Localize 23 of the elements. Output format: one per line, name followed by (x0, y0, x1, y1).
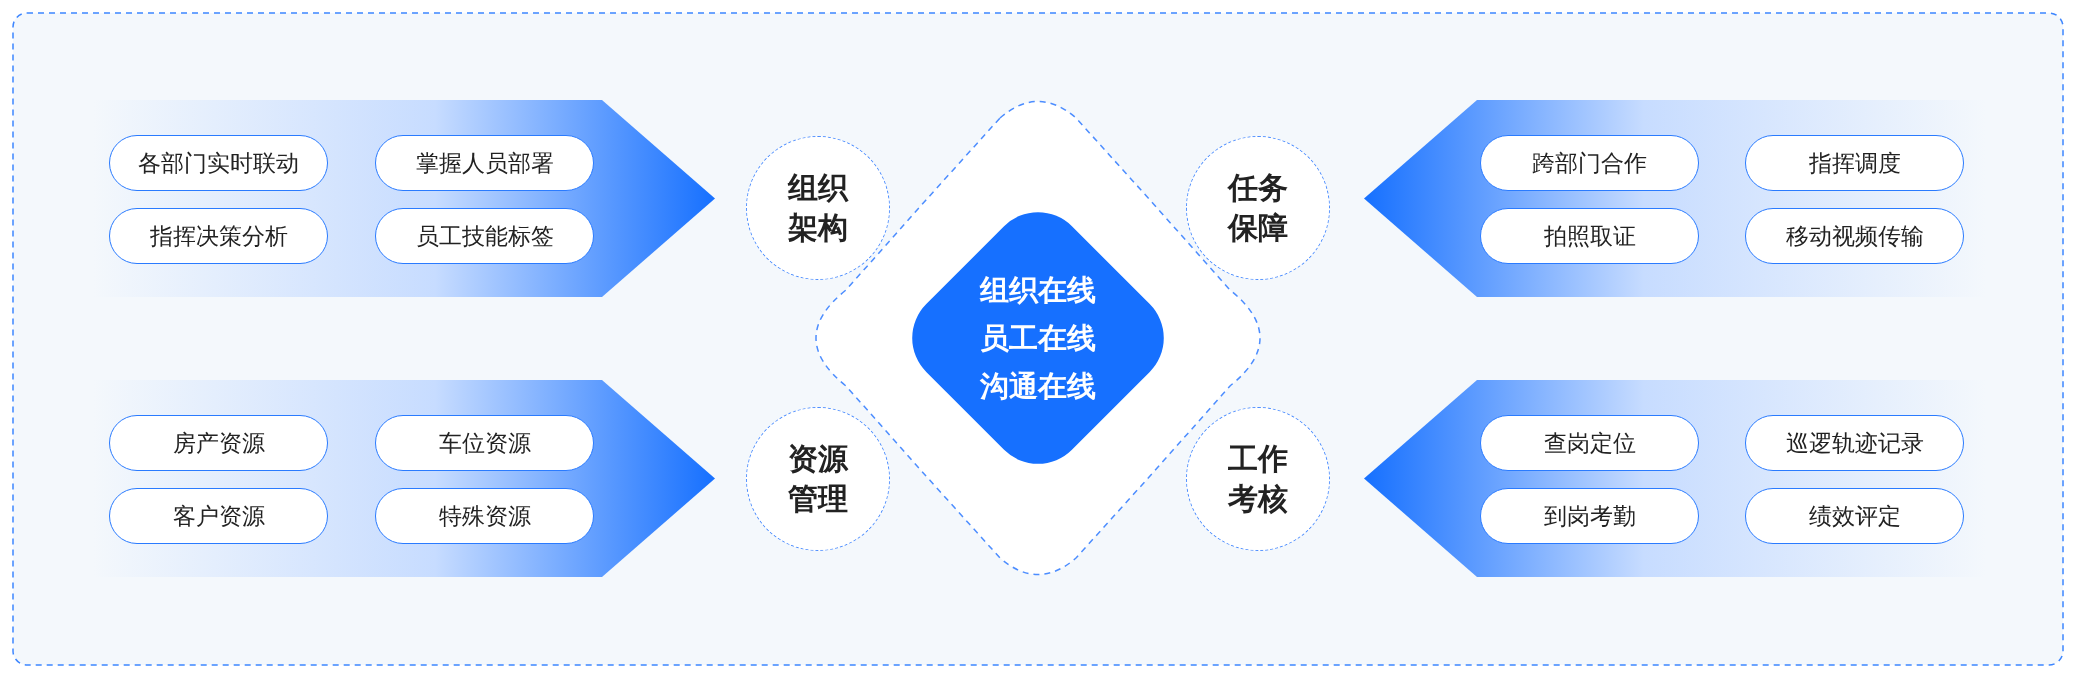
tag-pill: 掌握人员部署 (375, 135, 594, 191)
tag-pill: 巡逻轨迹记录 (1745, 415, 1964, 471)
tag-pill: 房产资源 (109, 415, 328, 471)
center-label: 员工在线 (980, 320, 1096, 357)
center-label: 沟通在线 (980, 368, 1096, 405)
circle-label: 资源管理 (787, 440, 849, 518)
tag-pill: 到岗考勤 (1480, 488, 1699, 544)
tag-pill: 客户资源 (109, 488, 328, 544)
tag-pill: 指挥决策分析 (109, 208, 328, 264)
tag-pill: 绩效评定 (1745, 488, 1964, 544)
circle-label: 工作考核 (1227, 440, 1289, 518)
tag-pill: 跨部门合作 (1480, 135, 1699, 191)
tag-pill: 拍照取证 (1480, 208, 1699, 264)
tag-pill: 查岗定位 (1480, 415, 1699, 471)
tag-pill: 指挥调度 (1745, 135, 1964, 191)
circle-label: 任务保障 (1226, 169, 1289, 247)
center-label: 组织在线 (980, 272, 1096, 309)
tag-pill: 员工技能标签 (375, 208, 594, 264)
tag-pill: 各部门实时联动 (109, 135, 328, 191)
tag-pill: 车位资源 (375, 415, 594, 471)
tag-pill: 特殊资源 (375, 488, 594, 544)
tag-pill: 移动视频传输 (1745, 208, 1964, 264)
circle-label: 组织架构 (786, 169, 850, 247)
